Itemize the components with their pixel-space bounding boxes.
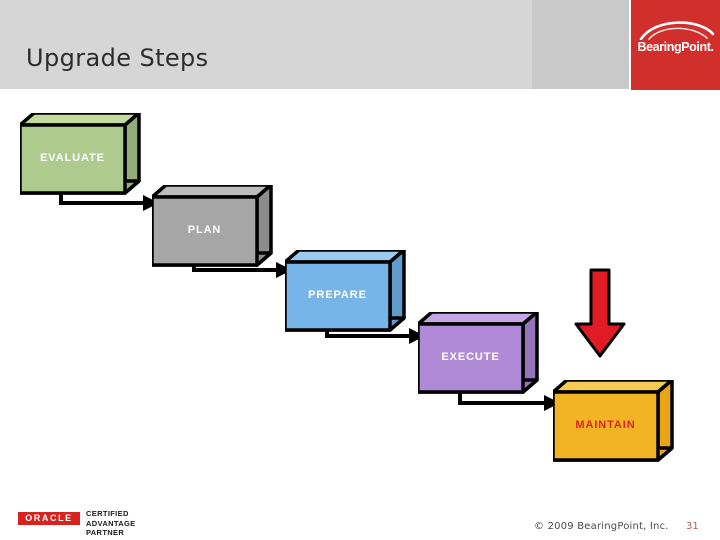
process-step-execute[interactable]: EXECUTE — [418, 312, 542, 400]
oracle-logo-mark: ORACLE — [18, 512, 80, 525]
page-title: Upgrade Steps — [26, 44, 209, 72]
oracle-partner-line1: CERTIFIED ADVANTAGE — [86, 509, 136, 528]
oracle-partner-line2: PARTNER — [86, 528, 125, 537]
upgrade-steps-diagram: EVALUATE PLAN PREPARE — [0, 90, 720, 490]
process-step-prepare[interactable]: PREPARE — [285, 250, 409, 338]
process-step-plan[interactable]: PLAN — [152, 185, 276, 273]
page-number: 31 — [686, 521, 699, 532]
copyright-text: © 2009 BearingPoint, Inc. — [534, 521, 669, 532]
oracle-partner-text: CERTIFIED ADVANTAGE PARTNER — [86, 509, 178, 538]
process-step-maintain[interactable]: MAINTAIN — [553, 380, 677, 468]
oracle-partner-badge: ORACLE CERTIFIED ADVANTAGE PARTNER — [18, 509, 178, 537]
header-band-mid — [532, 0, 629, 89]
bearingpoint-logo-text: BearingPoint. — [637, 40, 714, 54]
brand-arc-icon — [639, 21, 715, 40]
header-band-light — [0, 0, 532, 89]
bearingpoint-logo: BearingPoint. — [631, 0, 720, 90]
process-step-evaluate[interactable]: EVALUATE — [20, 113, 144, 201]
down-arrow-icon — [572, 268, 628, 360]
